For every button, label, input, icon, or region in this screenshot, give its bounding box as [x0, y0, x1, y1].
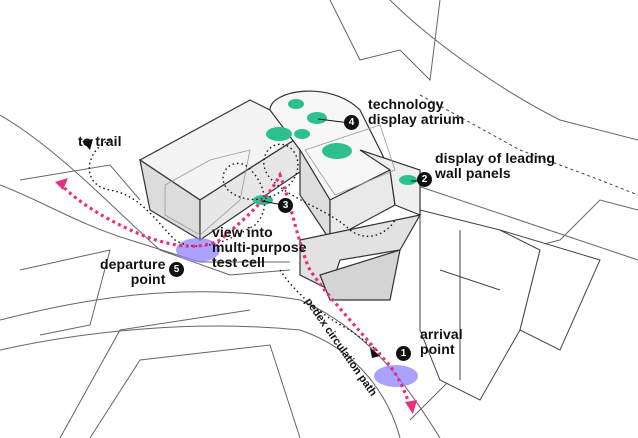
- property-line: [419, 94, 638, 196]
- route-arrow-start: [55, 178, 68, 190]
- route-arrow-end: [405, 400, 417, 414]
- test-cell-label: view into multi-purpose test cell: [212, 224, 307, 270]
- atrium-displays: [253, 99, 417, 205]
- internal-circulation: [88, 139, 396, 356]
- wall-panels-label: display of leading wall panels: [435, 150, 556, 181]
- departure-point-label: departure point: [100, 256, 166, 287]
- arrival-arrow: [370, 348, 380, 358]
- marker-5: 5: [169, 262, 184, 277]
- marker-4: 4: [344, 115, 359, 130]
- arrival-point-label: arrival point: [420, 326, 463, 357]
- pedex-route: [58, 171, 412, 406]
- marker-2: 2: [417, 172, 432, 187]
- marker-3: 3: [278, 198, 293, 213]
- to-trail-label: to trail: [78, 133, 122, 149]
- trail-arrow: [82, 139, 93, 150]
- technology-atrium-label: technology display atrium: [368, 96, 465, 127]
- arrival-highlight: [374, 365, 418, 387]
- adjacent-building: [419, 209, 601, 401]
- marker-1: 1: [396, 346, 411, 361]
- departure-highlight: [176, 238, 220, 262]
